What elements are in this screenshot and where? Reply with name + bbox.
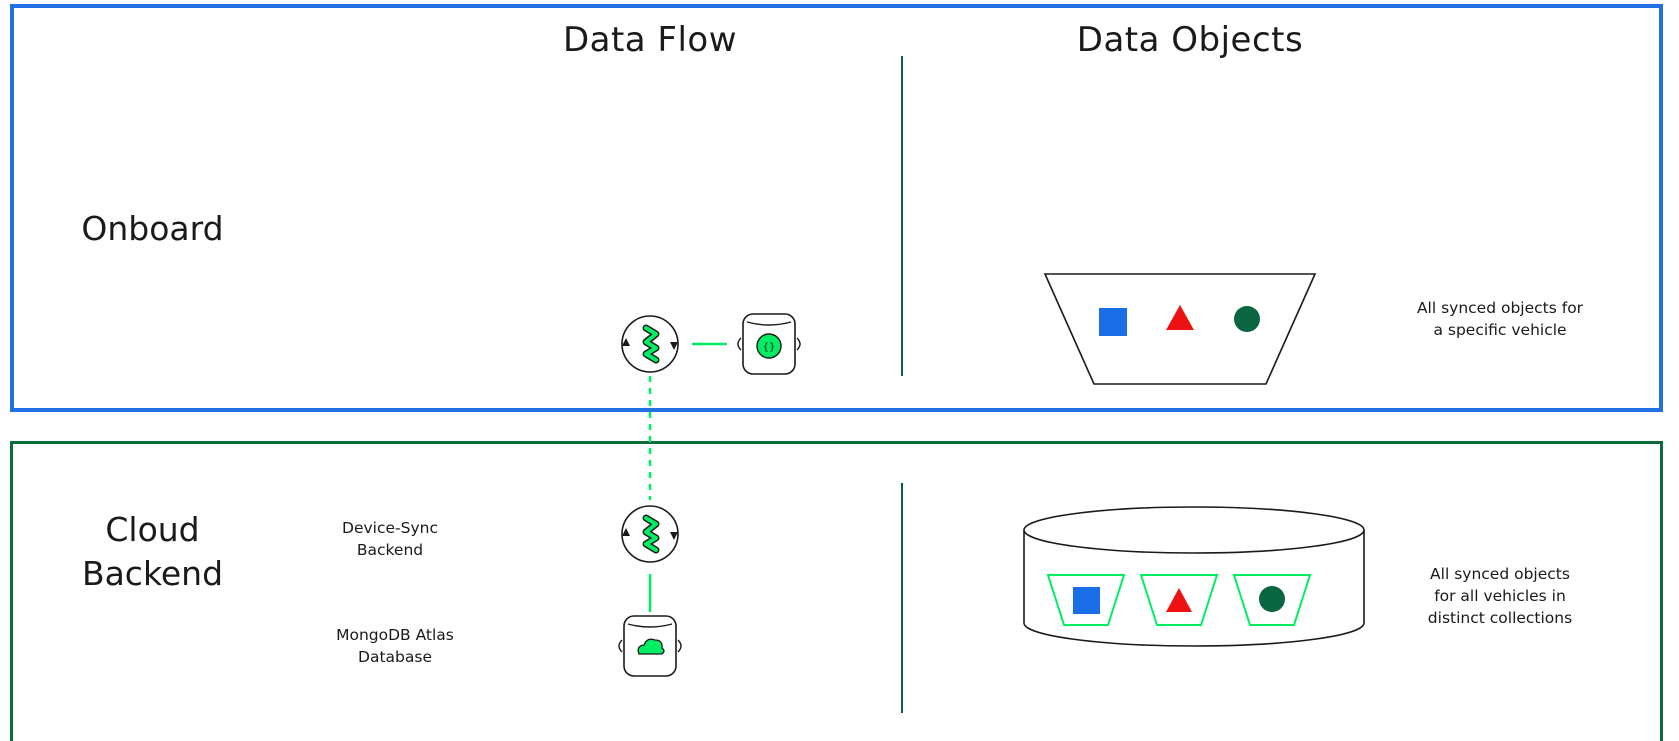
triangle-object bbox=[1166, 305, 1194, 330]
onboard-label: Onboard bbox=[81, 209, 224, 248]
onboard-objects-caption: All synced objects for a specific vehicl… bbox=[1385, 297, 1615, 341]
cloud-objects-caption: All synced objects for all vehicles in d… bbox=[1385, 563, 1615, 629]
collection-circles bbox=[1232, 574, 1312, 626]
atlas-database-icon bbox=[618, 615, 682, 677]
realm-database-icon: {} bbox=[737, 313, 801, 375]
atlas-line2: Database bbox=[358, 648, 432, 666]
square-object bbox=[1099, 308, 1127, 336]
cloud-backend-section bbox=[10, 441, 1663, 741]
collection-squares bbox=[1046, 574, 1126, 626]
device-sync-line2: Backend bbox=[356, 541, 424, 559]
svg-text:{}: {} bbox=[763, 342, 776, 353]
device-sync-line1: Device-Sync bbox=[342, 519, 438, 537]
device-sync-backend-label: Device-Sync Backend bbox=[320, 517, 460, 561]
onboard-section bbox=[10, 4, 1663, 412]
circle-object bbox=[1234, 306, 1260, 332]
collection-triangle-object bbox=[1166, 588, 1192, 612]
cloud-caption-line2: for all vehicles in bbox=[1434, 587, 1566, 605]
mongodb-atlas-label: MongoDB Atlas Database bbox=[320, 624, 470, 668]
onboard-caption-line2: a specific vehicle bbox=[1433, 321, 1567, 339]
collection-triangles bbox=[1139, 574, 1219, 626]
cloud-backend-label: Cloud Backend bbox=[60, 508, 245, 596]
onboard-sync-icon bbox=[622, 316, 678, 372]
atlas-line1: MongoDB Atlas bbox=[336, 626, 454, 644]
collection-circle-object bbox=[1259, 586, 1285, 612]
cloud-caption-line1: All synced objects bbox=[1430, 565, 1570, 583]
cloud-label-line2: Backend bbox=[81, 554, 224, 593]
cloud-sync-icon bbox=[622, 506, 678, 562]
collection-square-object bbox=[1073, 587, 1100, 614]
vehicle-objects-container bbox=[1043, 273, 1317, 385]
cloud-label-line1: Cloud bbox=[105, 510, 200, 549]
cloud-caption-line3: distinct collections bbox=[1427, 609, 1573, 627]
onboard-caption-line1: All synced objects for bbox=[1416, 299, 1584, 317]
data-objects-header: Data Objects bbox=[1076, 20, 1304, 60]
data-flow-header: Data Flow bbox=[562, 20, 738, 60]
collections-cylinder bbox=[1023, 506, 1365, 647]
